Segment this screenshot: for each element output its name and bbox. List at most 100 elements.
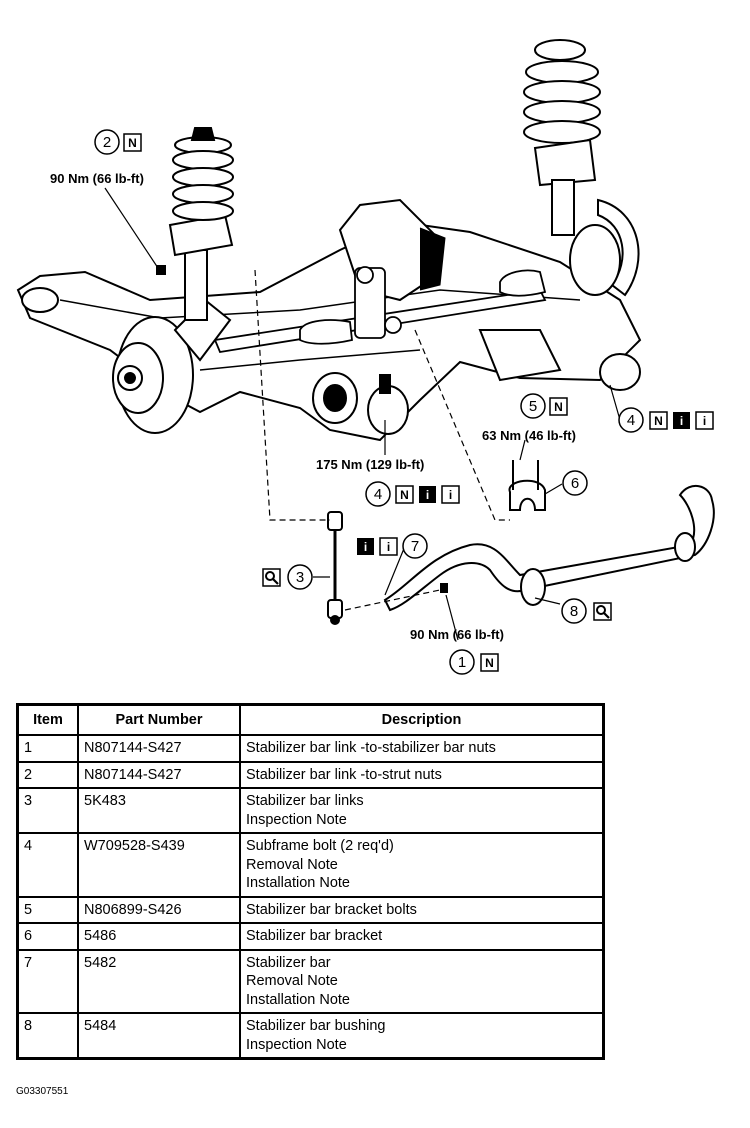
callout-3: 3 <box>262 564 313 590</box>
description-line: Subframe bolt (2 req'd) <box>246 838 394 854</box>
table-header-row: Item Part Number Description <box>16 703 605 736</box>
stabilizer-bracket <box>508 460 546 511</box>
svg-text:N: N <box>128 136 137 150</box>
stabilizer-link <box>327 511 343 625</box>
cell-part-number: 5484 <box>77 1012 241 1060</box>
description-line: Stabilizer bar bracket bolts <box>246 901 417 918</box>
cell-part-number: 5486 <box>77 922 241 951</box>
callout-7-number: 7 <box>411 538 419 555</box>
callout-4-right: 4 N i i <box>618 407 714 433</box>
header-description: Description <box>239 703 605 736</box>
cell-item: 4 <box>16 832 79 898</box>
header-item: Item <box>16 703 79 736</box>
description-line: Stabilizer bar link -to-strut nuts <box>246 766 442 783</box>
callout-5: 5 N 63 Nm (46 lb-ft) <box>482 393 576 443</box>
description-line: Removal Note <box>246 856 338 873</box>
description-line: Stabilizer bar bushing <box>246 1018 386 1034</box>
cell-item: 5 <box>16 895 79 924</box>
new-part-badge: N <box>395 485 414 504</box>
callout-2-torque: 90 Nm (66 lb-ft) <box>50 171 144 186</box>
callout-3-number: 3 <box>296 569 304 586</box>
cell-part-number: W709528-S439 <box>77 832 241 898</box>
svg-text:i: i <box>449 488 452 502</box>
callout-2: 2 N 90 Nm (66 lb-ft) <box>50 129 144 186</box>
installation-note-icon: i <box>695 411 714 430</box>
description-line: Stabilizer bar links <box>246 793 364 809</box>
description-line: Inspection Note <box>246 811 347 828</box>
cell-item: 1 <box>16 734 79 763</box>
callout-4-torque: 175 Nm (129 lb-ft) <box>316 457 424 472</box>
cell-item: 6 <box>16 922 79 951</box>
header-part-number: Part Number <box>77 703 241 736</box>
assembly-lines <box>254 269 510 611</box>
svg-text:i: i <box>680 414 683 428</box>
new-part-badge: N <box>480 653 499 672</box>
cell-part-number: N807144-S427 <box>77 760 241 789</box>
cell-item: 3 <box>16 787 79 834</box>
callout-1-number: 1 <box>458 654 466 671</box>
cell-description: Stabilizer bar bracket <box>239 922 605 951</box>
svg-text:i: i <box>364 540 367 554</box>
description-line: Inspection Note <box>246 1036 347 1053</box>
cell-description: Stabilizer bar bracket bolts <box>239 895 605 924</box>
svg-text:i: i <box>703 414 706 428</box>
figure-id: G03307551 <box>16 1086 69 1097</box>
cell-part-number: 5482 <box>77 948 241 1014</box>
svg-text:N: N <box>554 400 563 414</box>
callout-1: 90 Nm (66 lb-ft) 1 N <box>410 627 504 675</box>
description-line: Installation Note <box>246 991 350 1008</box>
suspension-exploded-diagram: 2 N 90 Nm (66 lb-ft) 5 N 63 Nm (46 lb-ft… <box>16 39 715 675</box>
leader-lines <box>104 187 621 641</box>
steering-rack <box>213 266 547 354</box>
new-part-badge: N <box>649 411 668 430</box>
cell-part-number: N807144-S427 <box>77 734 241 763</box>
svg-text:N: N <box>654 414 663 428</box>
svg-text:N: N <box>485 656 494 670</box>
callout-5-torque: 63 Nm (46 lb-ft) <box>482 428 576 443</box>
svg-text:i: i <box>426 488 429 502</box>
cell-item: 7 <box>16 948 79 1014</box>
cell-description: Stabilizer bar link -to-strut nuts <box>239 760 605 789</box>
removal-note-icon: i <box>357 538 374 555</box>
description-line: Stabilizer bar bracket <box>246 928 383 944</box>
description-line: Stabilizer bar <box>246 954 331 971</box>
right-strut-spring <box>523 39 640 297</box>
svg-text:N: N <box>400 488 409 502</box>
description-line: Stabilizer bar link -to-stabilizer bar n… <box>246 740 496 756</box>
callout-4-number: 4 <box>374 486 382 503</box>
callout-6: 6 <box>562 470 588 496</box>
callout-4-number: 4 <box>627 412 635 429</box>
callout-1-torque: 90 Nm (66 lb-ft) <box>410 627 504 642</box>
cell-part-number: 5K483 <box>77 787 241 834</box>
new-part-badge: N <box>123 133 142 152</box>
subframe-bushings <box>21 287 641 435</box>
cell-description: Stabilizer bar link -to-stabilizer bar n… <box>239 734 605 763</box>
cell-item: 8 <box>16 1012 79 1060</box>
callout-8: 8 <box>561 598 612 624</box>
cell-item: 2 <box>16 760 79 789</box>
callout-4-center: 175 Nm (129 lb-ft) 4 N i i <box>316 457 460 507</box>
inspection-note-icon <box>262 568 281 587</box>
installation-note-icon: i <box>379 537 398 556</box>
callout-5-number: 5 <box>529 398 537 415</box>
nuts <box>156 265 448 593</box>
stabilizer-bar <box>383 485 715 612</box>
callout-2-number: 2 <box>103 134 111 151</box>
callout-7: i i 7 <box>357 533 428 559</box>
description-line: Installation Note <box>246 875 350 891</box>
inspection-note-icon <box>593 602 612 621</box>
left-strut-spring <box>168 127 234 321</box>
